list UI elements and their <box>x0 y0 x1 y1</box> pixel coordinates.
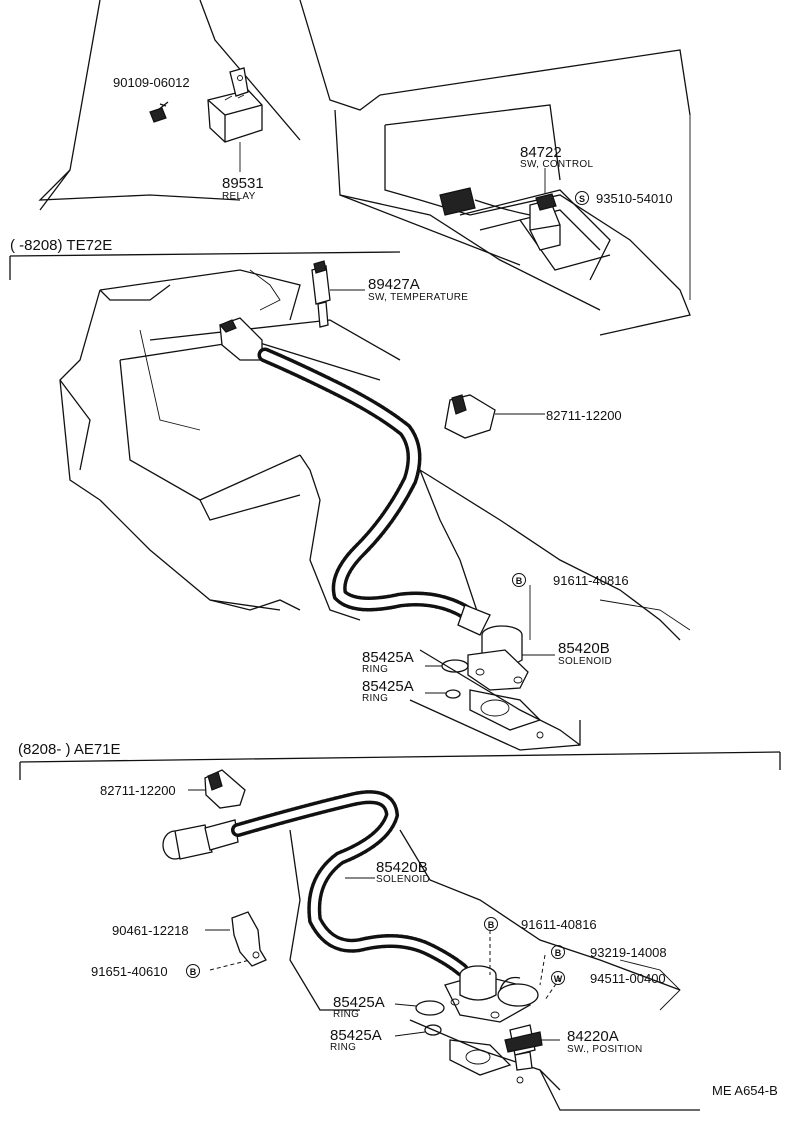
section-title-upper: ( -8208) TE72E <box>10 237 113 254</box>
transmission-case-upper <box>409 469 691 751</box>
label-position-desc: SW., POSITION <box>567 1044 643 1055</box>
label-bolt-upper-pn: 91611-40816 <box>553 573 629 588</box>
label-clip-pn: 90461-12218 <box>112 923 189 938</box>
clip-90461-12218 <box>205 911 267 971</box>
badge-washer: W <box>551 971 565 985</box>
temperature-switch-89427A <box>311 260 365 328</box>
diagram-code: ME A654-B <box>712 1083 778 1098</box>
label-clamp-lower-pn: 82711-12200 <box>100 783 176 798</box>
transmission-case-lower <box>289 829 700 1111</box>
label-clamp-upper-pn: 82711-12200 <box>546 408 622 423</box>
label-solenoid-lower-pn: 85420B <box>376 859 428 876</box>
label-control-desc: SW, CONTROL <box>520 159 594 170</box>
section-divider-upper <box>9 251 401 257</box>
label-temp-desc: SW, TEMPERATURE <box>368 292 469 303</box>
label-position-pn: 84220A <box>567 1028 619 1045</box>
label-ring-upper-1-pn: 85425A <box>362 649 414 666</box>
label-relay-pn: 89531 <box>222 175 264 192</box>
label-control-screw-pn: 93510-54010 <box>596 191 673 206</box>
control-switch-84722 <box>439 168 561 251</box>
label-clip-bolt-pn: 91651-40610 <box>91 964 168 979</box>
solenoid-85420B-upper <box>467 585 555 691</box>
rings-upper <box>425 659 469 699</box>
label-ring-lower-1-pn: 85425A <box>333 994 385 1011</box>
clamp-82711-12200-lower <box>188 769 246 809</box>
screw-90109-06012 <box>149 101 169 123</box>
dash-panel-outline <box>38 0 381 211</box>
badge-bolt-lower: B <box>484 917 498 931</box>
label-ring-lower-2-pn: 85425A <box>330 1027 382 1044</box>
label-washer-pn: 94511-00400 <box>590 971 666 986</box>
section-divider-lower <box>19 751 781 763</box>
label-ring-lower-1-desc: RING <box>333 1009 360 1020</box>
console-body <box>334 49 691 336</box>
label-solenoid-upper-desc: SOLENOID <box>558 656 613 667</box>
clamp-82711-12200-upper <box>444 394 545 439</box>
label-temp-pn: 89427A <box>368 276 420 293</box>
label-ring-upper-2-desc: RING <box>362 693 389 704</box>
section-title-lower: (8208- ) AE71E <box>18 741 121 758</box>
badge-bolt-upper: B <box>512 573 526 587</box>
label-ring-upper-1-desc: RING <box>362 664 389 675</box>
label-control-pn: 84722 <box>520 144 562 161</box>
label-relay-desc: RELAY <box>222 191 256 202</box>
label-bolt-lower-pn: 91611-40816 <box>521 917 597 932</box>
label-solenoid-lower-desc: SOLENOID <box>376 874 431 885</box>
badge-clip-bolt: B <box>186 964 200 978</box>
badge-bolt-lower2: B <box>551 945 565 959</box>
label-solenoid-upper-pn: 85420B <box>558 640 610 657</box>
harness-lower <box>162 790 469 977</box>
label-ring-lower-2-desc: RING <box>330 1042 357 1053</box>
badge-control-screw: S <box>575 191 589 205</box>
label-bolt-lower2-pn: 93219-14008 <box>590 945 667 960</box>
harness-upper <box>219 317 491 636</box>
solenoid-85420B-lower <box>444 930 561 1023</box>
position-switch-84220A <box>504 1024 560 1071</box>
label-screw-pn: 90109-06012 <box>113 75 190 90</box>
relay-89531 <box>207 67 263 172</box>
label-ring-upper-2-pn: 85425A <box>362 678 414 695</box>
rings-lower <box>394 1000 445 1037</box>
